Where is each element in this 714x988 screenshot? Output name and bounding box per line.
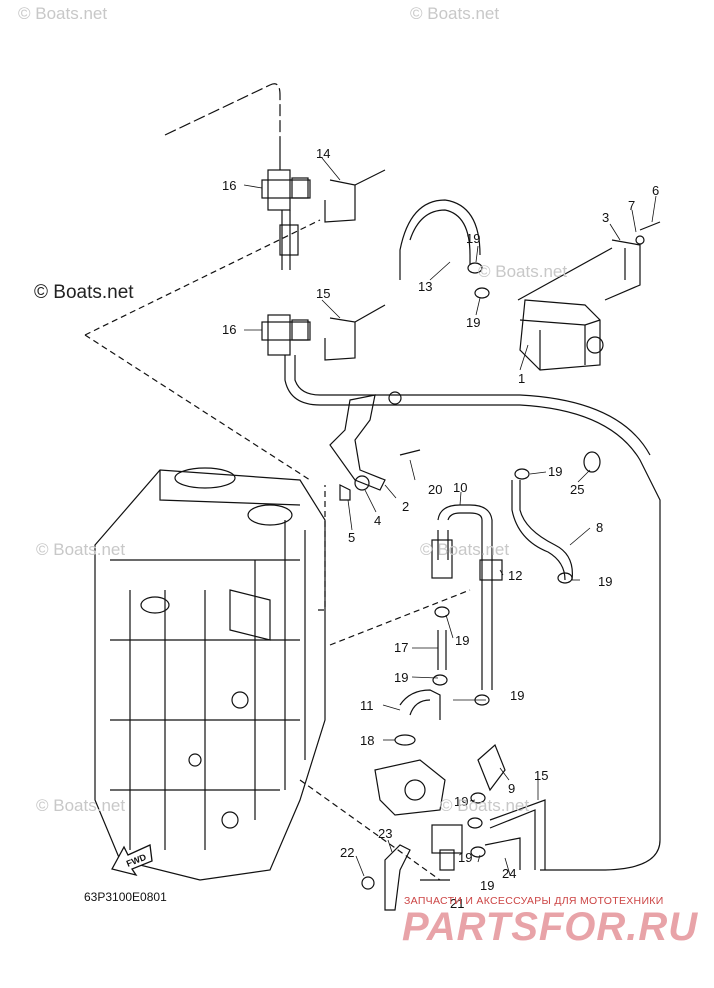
fwd-arrow-icon: FWD [111, 844, 153, 877]
part-11-elbow [399, 689, 441, 720]
callout-16-lower: 16 [222, 322, 236, 337]
callout-2: 2 [402, 499, 409, 514]
callout-19-h: 19 [454, 794, 468, 809]
callout-6: 6 [652, 183, 659, 198]
hose-top [164, 83, 281, 140]
callout-19-f: 19 [394, 670, 408, 685]
callout-7: 7 [628, 198, 635, 213]
part-16-upper [261, 169, 311, 211]
callout-12: 12 [508, 568, 522, 583]
callout-25: 25 [570, 482, 584, 497]
callout-11: 11 [360, 698, 374, 713]
callout-19-d: 19 [598, 574, 612, 589]
part-8-hose [519, 480, 573, 581]
callout-19-g: 19 [510, 688, 524, 703]
callout-15-upper: 14 [316, 146, 330, 161]
part-15-lower [324, 304, 386, 361]
callout-1: 1 [518, 371, 525, 386]
engine-block [94, 467, 326, 881]
brand-logo: PARTSFOR.RU [402, 905, 699, 949]
part-18-pump [374, 734, 446, 816]
callout-19-a: 19 [466, 231, 480, 246]
part-21-solenoid [431, 824, 463, 871]
callout-14: 15 [534, 768, 548, 783]
part-2-bracket [329, 391, 402, 491]
part-22-nut [361, 876, 375, 890]
callout-8: 8 [596, 520, 603, 535]
part-25 [583, 451, 601, 473]
promo-text: ЗАПЧАСТИ И АКСЕССУАРЫ ДЛЯ МОТОТЕХНИКИ [404, 895, 664, 907]
part-24 [484, 837, 521, 870]
part-17 [437, 630, 447, 670]
part-15-upper [324, 169, 386, 223]
watermark: © Boats.net [410, 4, 500, 23]
callout-4: 4 [374, 513, 381, 528]
callout-labels: 16 14 16 15 6 3 7 19 13 19 1 19 25 20 2 … [222, 146, 659, 911]
callout-5: 5 [348, 530, 355, 545]
main-watermark: © Boats.net [34, 282, 134, 303]
callout-15-lower: 15 [316, 286, 330, 301]
callout-9: 9 [508, 781, 515, 796]
hose-mid-vertical [281, 210, 291, 270]
watermark: © Boats.net [18, 4, 108, 23]
callout-21: 21 [450, 896, 464, 911]
watermark: © Boats.net [36, 540, 126, 559]
callout-19-j: 19 [480, 878, 494, 893]
part-1-canister [519, 299, 604, 371]
callout-3: 3 [602, 210, 609, 225]
callout-19-c: 19 [548, 464, 562, 479]
callout-19-e: 19 [455, 633, 469, 648]
watermark: © Boats.net [36, 796, 126, 815]
part-10-tube [431, 504, 503, 690]
watermark: © Boats.net [420, 540, 510, 559]
callout-17: 17 [394, 640, 408, 655]
callout-19-i: 19 [458, 850, 472, 865]
part-13-hose [409, 209, 471, 265]
callout-16-upper: 16 [222, 178, 236, 193]
callout-13: 13 [418, 279, 432, 294]
watermark: © Boats.net [478, 262, 568, 281]
part-14-hose [489, 799, 546, 870]
callout-18: 18 [360, 733, 374, 748]
part-16-lower [261, 314, 311, 356]
diagram-code: 63P3100E0801 [84, 890, 167, 904]
part-9-valve [477, 743, 506, 792]
watermark: © Boats.net [440, 796, 530, 815]
callout-10: 10 [453, 480, 467, 495]
callout-20: 20 [428, 482, 442, 497]
callout-19-b: 19 [466, 315, 480, 330]
callout-24: 24 [502, 866, 516, 881]
part-3-bracket [604, 239, 641, 301]
callout-23: 23 [378, 826, 392, 841]
part-23-bracket [384, 844, 411, 911]
callout-22: 22 [340, 845, 354, 860]
